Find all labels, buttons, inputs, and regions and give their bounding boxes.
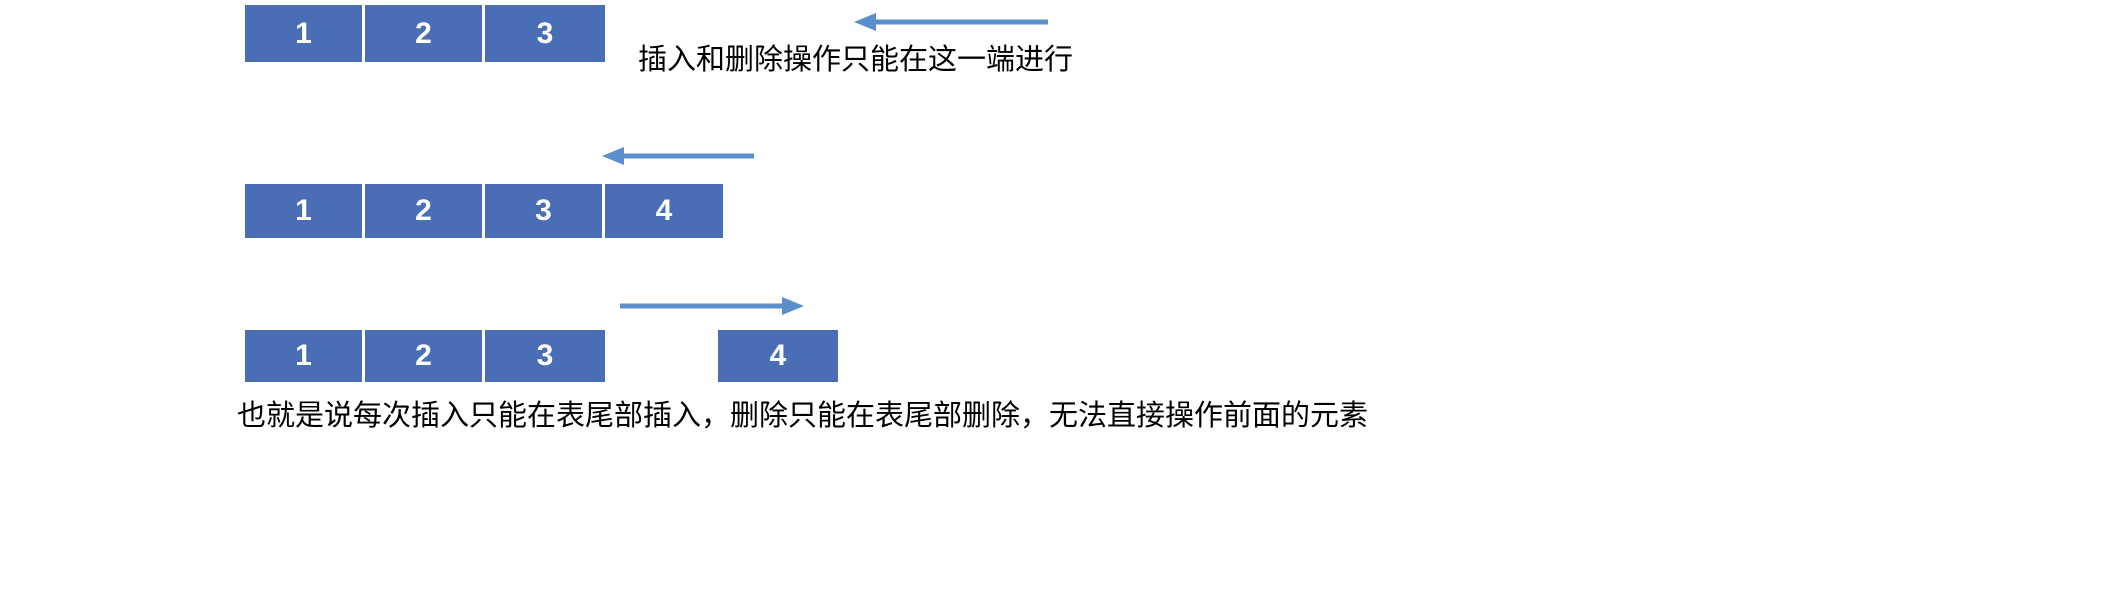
array-row-1: 1 2 3	[245, 5, 605, 62]
array-row-3: 1 2 3	[245, 330, 605, 382]
array-cell-r3c2: 2	[365, 330, 485, 382]
array-cell-r1c2: 2	[365, 5, 485, 62]
arrow-left-row1	[852, 12, 1052, 32]
arrow-left-row2	[600, 146, 758, 166]
arrow-right-row3	[618, 296, 806, 316]
array-cell-r2c3: 3	[485, 184, 605, 238]
array-row-2: 1 2 3 4	[245, 184, 723, 238]
array-cell-r1c3: 3	[485, 5, 605, 62]
caption-insert-delete-end: 插入和删除操作只能在这一端进行	[638, 44, 1074, 76]
array-cell-r3c4-detached: 4	[718, 330, 838, 382]
array-cell-r2c4: 4	[605, 184, 723, 238]
array-cell-r2c1: 1	[245, 184, 365, 238]
caption-tail-insert-delete: 也就是说每次插入只能在表尾部插入，删除只能在表尾部删除，无法直接操作前面的元素	[237, 400, 1369, 432]
array-cell-r2c2: 2	[365, 184, 485, 238]
array-cell-r1c1: 1	[245, 5, 365, 62]
array-row-3-detached: 4	[718, 330, 838, 382]
array-cell-r3c3: 3	[485, 330, 605, 382]
array-cell-r3c1: 1	[245, 330, 365, 382]
